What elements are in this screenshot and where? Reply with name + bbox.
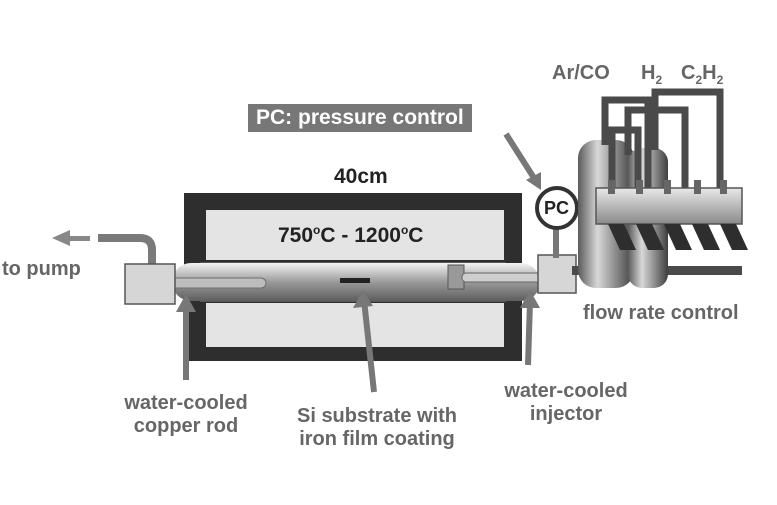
flow-manifold [595, 180, 748, 250]
arrowhead-copper-rod [176, 294, 196, 312]
gas-c2h2-label: C2H2 [681, 62, 723, 88]
pump-arrow-head [52, 230, 70, 246]
pump-outlet [52, 230, 176, 305]
temp-low-unit: C [320, 224, 336, 247]
copper-rod-line-2: copper rod [133, 415, 239, 437]
pipe-inner [608, 126, 642, 195]
furnace-lower-panel [206, 303, 504, 347]
substrate-line-2: iron film coating [299, 428, 455, 450]
arrow-substrate [361, 299, 377, 393]
manifold-valve-2 [636, 180, 643, 194]
c2h2-carbon: C [681, 62, 696, 84]
temp-high: 1200 [354, 224, 401, 247]
temp-high-unit: C [408, 224, 424, 247]
temp-high-degree: o [400, 223, 409, 237]
temp-low-degree: o [313, 223, 321, 237]
injector-rod [461, 272, 547, 283]
flow-handle-5 [720, 224, 748, 250]
temp-separator: - [335, 224, 355, 247]
right-end-cap [537, 254, 577, 294]
manifold-valve-5 [720, 180, 727, 194]
pump-pipe [98, 234, 156, 268]
gas-h2-label: H2 [641, 62, 662, 88]
flow-handle-3 [664, 224, 692, 250]
arrowhead-injector [520, 290, 540, 308]
callout-arrows [183, 132, 537, 393]
pressure-control-banner: PC: pressure control [248, 104, 472, 132]
flow-handle-1 [608, 224, 636, 250]
to-pump-label: to pump [2, 258, 81, 280]
flow-handle-2 [636, 224, 664, 250]
gas-ar-co-label: Ar/CO [552, 62, 610, 84]
injector-line-1: water-cooled [504, 380, 628, 402]
arrowhead-pressure [526, 172, 541, 190]
flow-handle-4 [692, 224, 720, 250]
gas-supply-pipes [601, 88, 724, 195]
manifold-valve-1 [608, 180, 615, 194]
pipe-ar-co [601, 96, 652, 195]
arrowhead-substrate [353, 290, 373, 308]
pump-arrow-shaft [70, 236, 90, 241]
pipe-c2h2 [651, 88, 724, 195]
arrow-injector [525, 301, 533, 366]
gauge-stem [553, 222, 559, 258]
pressure-gauge [535, 186, 579, 258]
flow-rate-label: flow rate control [583, 302, 739, 324]
furnace-length-label: 40cm [334, 165, 388, 188]
substrate-line-1: Si substrate with [296, 405, 458, 427]
left-end-cap [124, 263, 176, 305]
injector [447, 254, 577, 294]
injector-line-2: injector [529, 403, 603, 425]
arrow-pressure [503, 132, 537, 180]
c2h2-subscript-1: 2 [695, 73, 703, 87]
furnace-upper-panel [206, 210, 504, 260]
h2-subscript: 2 [655, 73, 663, 87]
si-substrate [340, 278, 370, 283]
manifold-valve-4 [694, 180, 701, 194]
gauge-label: PC [544, 198, 570, 218]
copper-rod-line-1: water-cooled [124, 392, 248, 414]
manifold-valve-3 [664, 180, 671, 194]
c2h2-subscript-2: 2 [716, 73, 724, 87]
c2h2-hydrogen: H [702, 62, 717, 84]
h2-symbol: H [641, 62, 656, 84]
temp-low: 750 [278, 224, 314, 247]
gauge-dial [535, 186, 579, 230]
temperature-range-label: 750oC - 1200oC [278, 223, 424, 248]
